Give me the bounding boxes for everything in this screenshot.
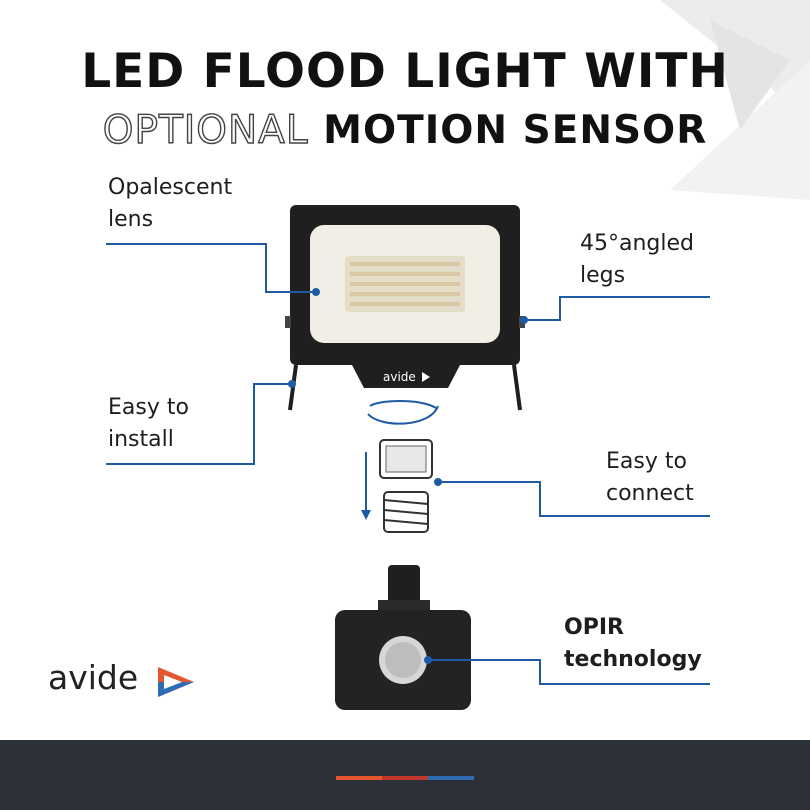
callout-easy-connect: Easy to connect (606, 449, 694, 506)
leader-lines (106, 243, 710, 685)
decorative-triangle-shape (660, 0, 810, 200)
brand-logo-text: avide (48, 658, 139, 697)
callout-easy-install: Easy to install (108, 395, 189, 452)
connector-icon (361, 439, 433, 533)
brand-logo-icon (158, 667, 194, 697)
callout-opalescent-lens: Opalescent lens (108, 175, 233, 232)
footer-accent-orange (336, 776, 382, 780)
callout-angled-legs: 45°angled legs (580, 231, 694, 288)
callout-opir-technology: OPIR technology (564, 615, 702, 672)
headline-line-1: LED FLOOD LIGHT WITH (81, 44, 729, 99)
footer-accent-blue (428, 776, 474, 780)
footer-bar (0, 740, 810, 810)
footer-accent-red (382, 776, 428, 780)
motion-sensor-icon (335, 565, 471, 710)
headline-motion-sensor: MOTION SENSOR (323, 108, 708, 153)
headline-optional-word: OPTIONAL (102, 107, 309, 153)
light-badge-text: avide (383, 370, 416, 384)
rotate-arrows-icon (367, 400, 439, 425)
flood-light-icon: avide (285, 205, 525, 411)
headline-line-2: OPTIONAL MOTION SENSOR (0, 107, 810, 153)
